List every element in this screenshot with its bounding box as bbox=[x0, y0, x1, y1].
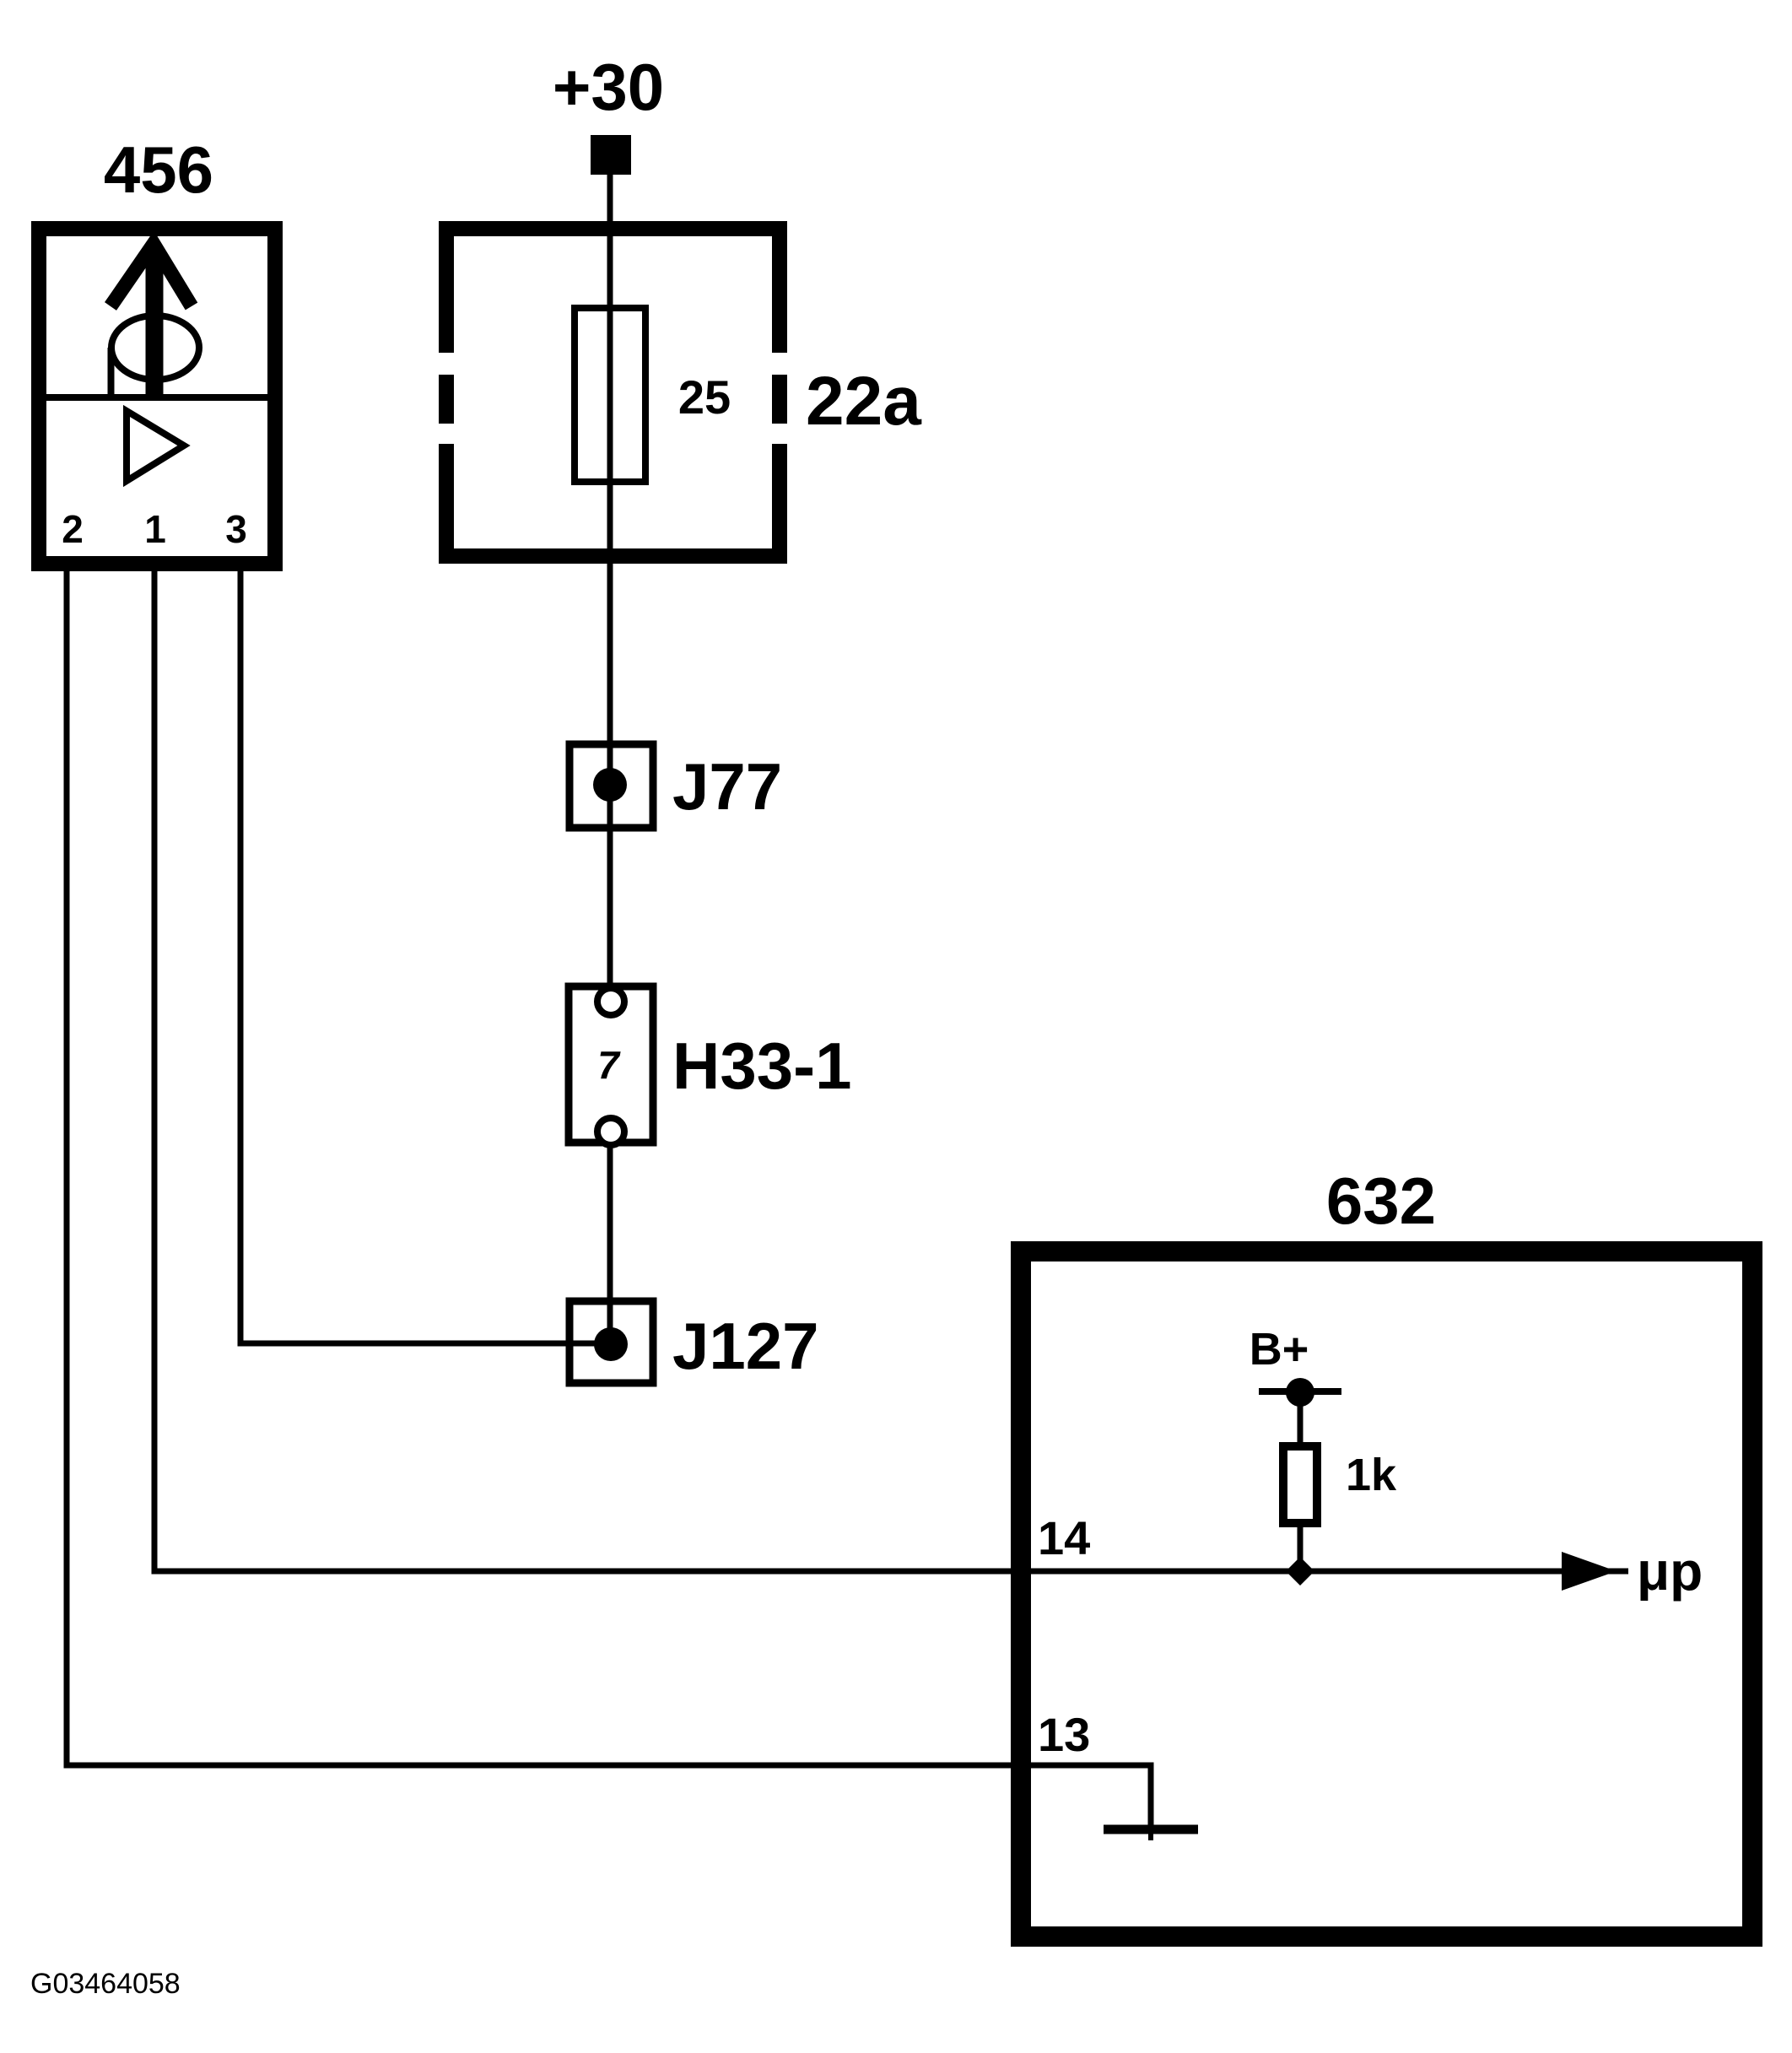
control-module-632: 632 B+ 1k 14 μp 13 bbox=[1011, 1164, 1762, 1947]
buzzer-label: H33-1 bbox=[672, 1029, 851, 1103]
supply-label: +30 bbox=[553, 50, 664, 124]
module-box bbox=[1011, 1241, 1762, 1947]
splice-j77-label: J77 bbox=[672, 749, 782, 824]
splice-j77: J77 bbox=[565, 740, 782, 832]
pin-14-label: 14 bbox=[1038, 1511, 1090, 1564]
terminal-circle-bottom-icon bbox=[594, 1115, 628, 1148]
microprocessor-label: μp bbox=[1637, 1541, 1703, 1602]
pullup-circuit: B+ 1k bbox=[1250, 1324, 1397, 1586]
fuse-id-label: 22a bbox=[806, 363, 922, 440]
component-456: 456 2 1 3 bbox=[31, 132, 283, 571]
power-supply: +30 bbox=[553, 50, 664, 175]
splice-dot-icon bbox=[594, 1327, 628, 1361]
wire-pin3-to-j127 bbox=[237, 571, 611, 1347]
signal-arrow-icon bbox=[1562, 1552, 1617, 1591]
supply-terminal-icon bbox=[591, 135, 631, 175]
terminal-circle-top-icon bbox=[594, 985, 628, 1018]
b-plus-label: B+ bbox=[1250, 1324, 1309, 1375]
junction-diamond-icon bbox=[1286, 1557, 1314, 1586]
splice-j127-box bbox=[565, 1297, 657, 1387]
splice-j127: J127 bbox=[565, 1297, 819, 1387]
pin-1-label: 1 bbox=[144, 507, 166, 551]
buzzer-triangle-icon bbox=[123, 404, 191, 488]
component-456-label: 456 bbox=[104, 132, 213, 207]
buzzer-h33-1: 7 H33-1 bbox=[564, 982, 851, 1148]
fuse-element-icon bbox=[571, 305, 649, 485]
fuse-22a: 25 22a bbox=[439, 221, 922, 564]
splice-j127-label: J127 bbox=[672, 1309, 819, 1383]
fuse-rating-label: 25 bbox=[678, 370, 731, 424]
wires bbox=[63, 173, 1628, 1829]
pin-13-label: 13 bbox=[1038, 1708, 1090, 1761]
splice-dot-icon bbox=[593, 768, 627, 802]
resistor-value-label: 1k bbox=[1346, 1450, 1397, 1500]
module-id-label: 632 bbox=[1326, 1164, 1436, 1238]
arrow-head-icon bbox=[105, 230, 198, 311]
splice-j77-box bbox=[565, 740, 657, 832]
turn-indicator-icon bbox=[105, 230, 202, 396]
resistor-icon bbox=[1279, 1442, 1321, 1527]
pin-3-label: 3 bbox=[225, 507, 247, 551]
pin-2-label: 2 bbox=[62, 507, 84, 551]
ground-icon bbox=[1104, 1824, 1198, 1840]
wire-pin2-to-pin13 bbox=[63, 571, 1154, 1829]
wire-pin1-to-pin14 bbox=[151, 571, 1628, 1575]
figure-id: G03464058 bbox=[30, 1968, 181, 2000]
buzzer-pin-label: 7 bbox=[597, 1043, 621, 1087]
